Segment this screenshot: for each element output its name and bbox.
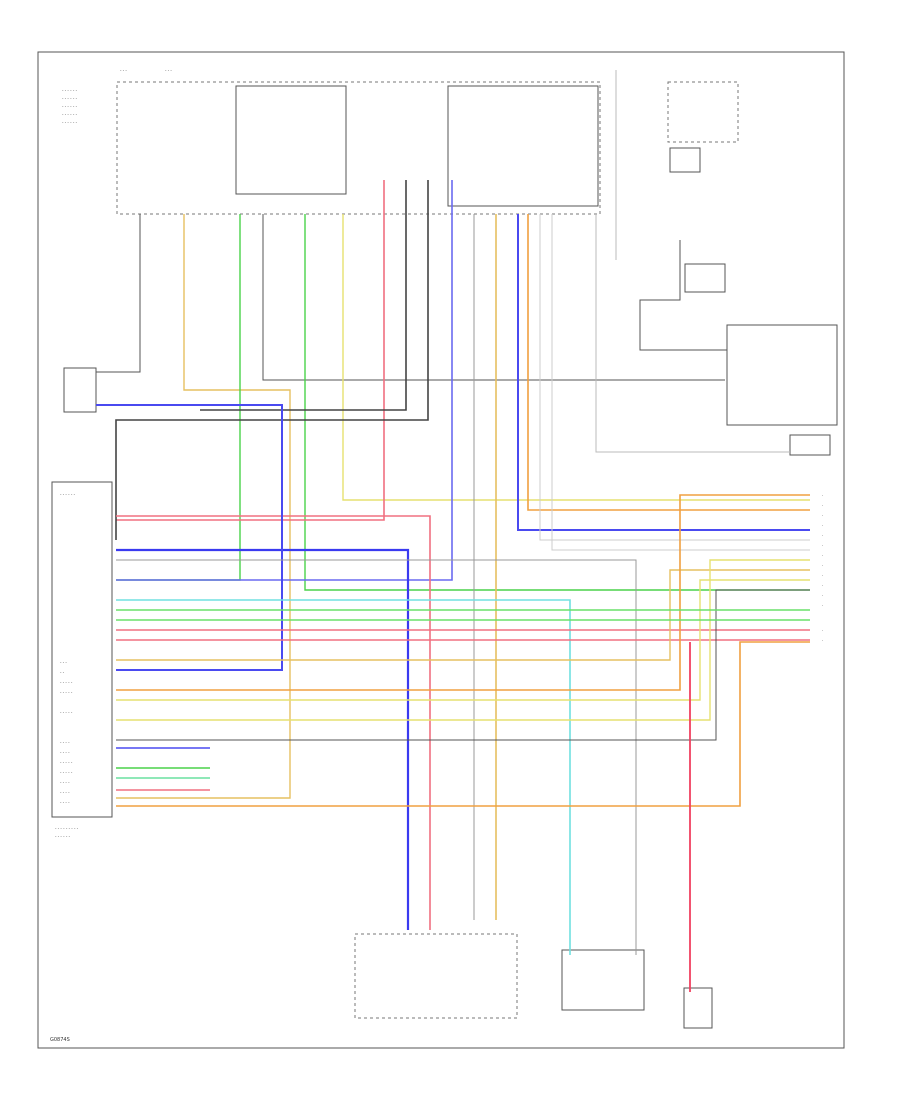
pin-number: ·: [822, 583, 823, 588]
svg-text:- - - -: - - - -: [60, 750, 70, 755]
wire-blk-1: [96, 214, 141, 373]
svg-text:- - - - - -: - - - - - -: [55, 834, 71, 839]
fuse-box-main: [116, 81, 601, 215]
pin-number: ·: [822, 513, 823, 518]
wire-yel-6: [116, 559, 810, 721]
fuse-block-right: [447, 85, 599, 207]
wire-yel-1: [116, 214, 291, 799]
svg-text:- - -: - - -: [165, 68, 172, 73]
svg-text:- - - - -: - - - - -: [60, 680, 73, 685]
svg-text:- - - - - -: - - - - - -: [62, 120, 78, 125]
control-unit-box: [51, 481, 113, 818]
wire-wht-2: [551, 214, 810, 551]
top-left-labels: - - - - - - - - - - - - - - - - - - - - - …: [62, 68, 172, 125]
wire-blu-2: [517, 214, 810, 531]
pin-number: ·: [822, 563, 823, 568]
wire-blk-3: [200, 180, 407, 411]
pin-number: ·: [822, 553, 823, 558]
wire-orn-1: [527, 214, 810, 511]
wire-yel-2: [342, 214, 810, 501]
wire-orn-3: [116, 641, 810, 807]
pin-number: ·: [822, 543, 823, 548]
wire-orn-2: [116, 494, 810, 691]
control-unit-pin-labels: - - - - - - - - - - - - - - - - - - - - - …: [55, 492, 79, 839]
svg-text:- - - - - -: - - - - - -: [62, 112, 78, 117]
pin-number: ·: [822, 503, 823, 508]
svg-text:- - -: - - -: [60, 660, 67, 665]
pin-number: ·: [822, 628, 823, 633]
uhood-relay-box: [667, 81, 739, 143]
svg-text:- - - - - -: - - - - - -: [62, 104, 78, 109]
wire-blk-6: [639, 240, 727, 351]
svg-text:- - - -: - - - -: [60, 780, 70, 785]
wire-blk-5: [116, 589, 810, 741]
diagram-frame: [37, 51, 845, 1049]
wire-wht-1: [539, 214, 810, 541]
wire-blk-4: [115, 180, 429, 540]
svg-text:- - - -: - - - -: [60, 790, 70, 795]
wire-harness: [96, 70, 810, 992]
pin-number: ·: [822, 603, 823, 608]
svg-text:- -: - -: [60, 670, 65, 675]
pin-number: ·: [822, 533, 823, 538]
wire-wht-3: [595, 214, 790, 453]
small-relay: [669, 147, 701, 173]
wire-gry-2: [116, 559, 637, 955]
svg-text:- - - - - - - - -: - - - - - - - - -: [55, 826, 79, 831]
svg-text:- - -: - - -: [120, 68, 127, 73]
wire-yel-4: [116, 569, 810, 661]
svg-text:- - - - -: - - - - -: [60, 710, 73, 715]
page-label: G0874S: [50, 1037, 70, 1043]
security-indicator-box: [683, 987, 713, 1029]
right-pin-numbers: · · · · · · · · · · · · · ·: [822, 493, 823, 643]
wire-yel-5: [116, 579, 810, 701]
wire-red-1: [116, 180, 385, 521]
starter-relay-box: [726, 324, 838, 426]
door-switch-box: [354, 933, 518, 1019]
wire-blu-4: [96, 404, 283, 671]
relay-block: [235, 85, 347, 195]
svg-text:- - - - - -: - - - - - -: [60, 492, 76, 497]
svg-text:- - - - -: - - - - -: [60, 770, 73, 775]
wire-ltblu-1: [116, 599, 571, 955]
wire-blu-1: [116, 180, 453, 581]
wire-red-2: [116, 515, 431, 930]
wire-blk-2: [262, 214, 725, 381]
pin-number: ·: [822, 523, 823, 528]
svg-text:- - - - -: - - - - -: [60, 690, 73, 695]
svg-text:- - - - - -: - - - - - -: [62, 88, 78, 93]
battery-box: [684, 263, 726, 293]
pin-number: ·: [822, 573, 823, 578]
pin-number: ·: [822, 593, 823, 598]
pin-number: ·: [822, 638, 823, 643]
svg-text:- - - - -: - - - - -: [60, 760, 73, 765]
svg-text:- - - - - -: - - - - - -: [62, 96, 78, 101]
keyless-receiver-box: [63, 367, 97, 413]
svg-text:- - - -: - - - -: [60, 800, 70, 805]
svg-text:- - - -: - - - -: [60, 740, 70, 745]
horn-box: [789, 434, 831, 456]
pin-number: ·: [822, 493, 823, 498]
wire-grn-1: [116, 214, 241, 581]
trunk-switch-box: [561, 949, 645, 1011]
wire-grn-2: [304, 214, 810, 591]
wire-blu-3: [116, 548, 410, 930]
